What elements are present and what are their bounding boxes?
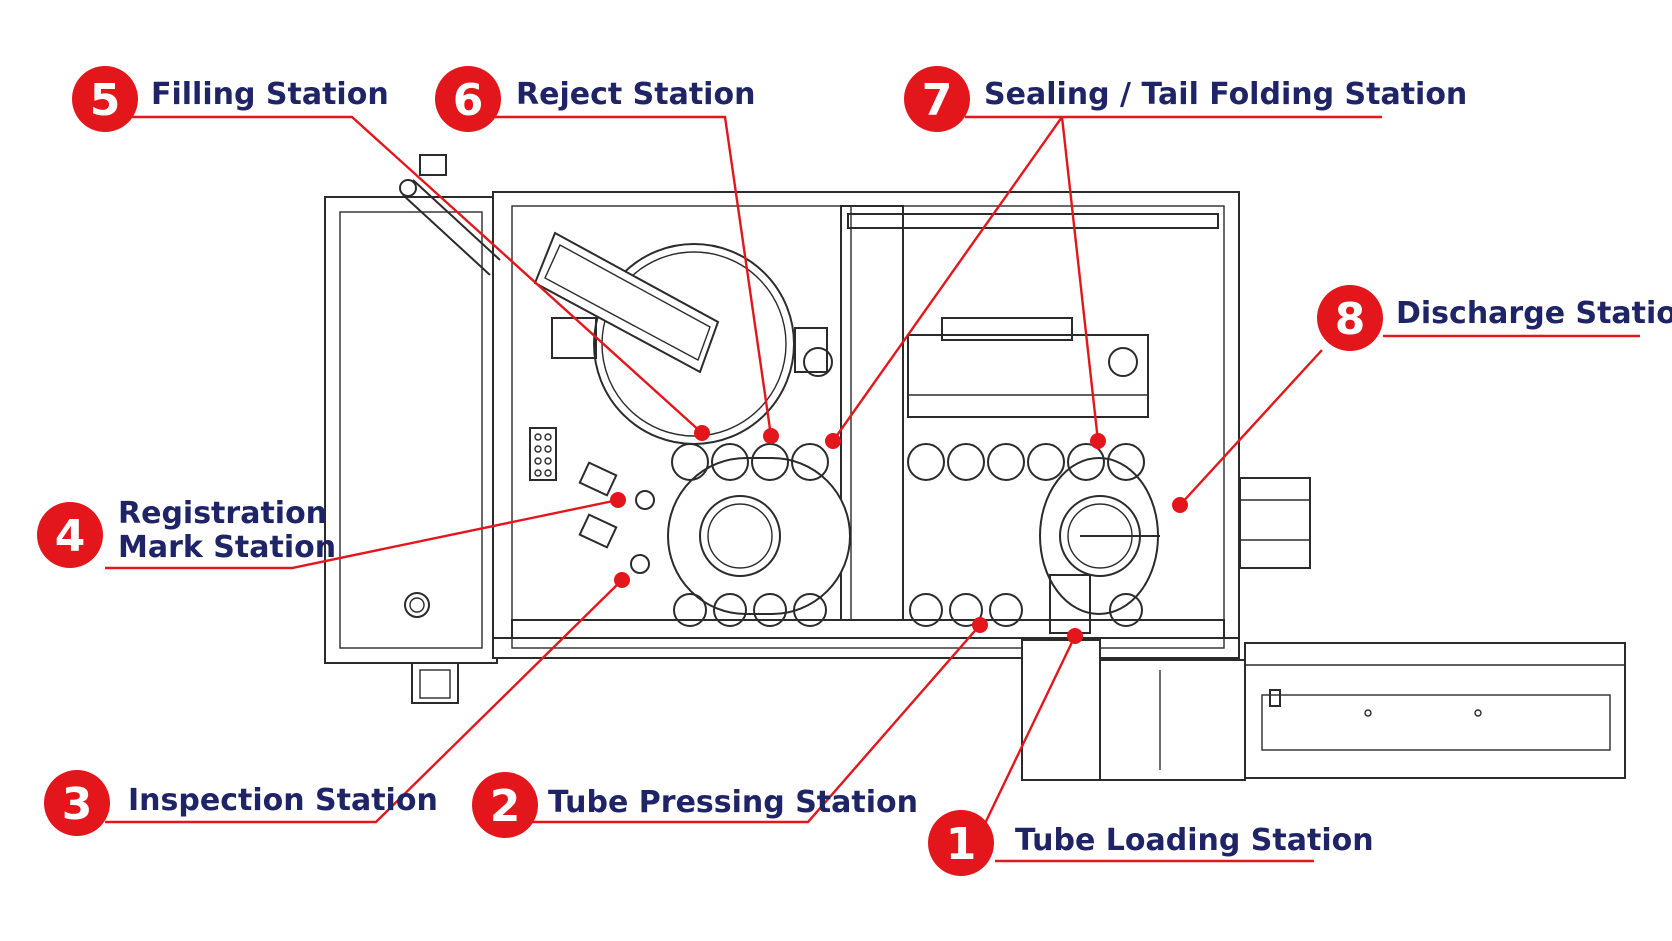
station-label-4-line2: Mark Station bbox=[118, 530, 336, 565]
pointer-dot-8 bbox=[1172, 497, 1188, 513]
leader-line-4 bbox=[105, 498, 619, 570]
station-label-4-line1: Registration bbox=[118, 496, 327, 531]
leader-line-6 bbox=[495, 115, 773, 437]
pointer-dot-5 bbox=[694, 425, 710, 441]
pointer-dot-6 bbox=[763, 428, 779, 444]
badge-number-6: 6 bbox=[453, 75, 484, 126]
badge-3: 3 bbox=[44, 770, 110, 836]
station-label-5: Filling Station bbox=[151, 77, 389, 112]
station-label-7: Sealing / Tail Folding Station bbox=[984, 77, 1467, 112]
badge-1: 1 bbox=[928, 810, 994, 876]
station-labels: Filling Station Reject Station Sealing /… bbox=[118, 77, 1672, 858]
station-badges: 5 6 7 8 4 3 2 1 bbox=[37, 66, 1383, 876]
station-label-3: Inspection Station bbox=[128, 783, 438, 818]
pointer-dot-7b bbox=[1090, 433, 1106, 449]
badge-4: 4 bbox=[37, 502, 103, 568]
station-label-2: Tube Pressing Station bbox=[548, 785, 918, 820]
pointer-dot-3 bbox=[614, 572, 630, 588]
badge-7: 7 bbox=[904, 66, 970, 132]
badge-number-8: 8 bbox=[1335, 294, 1366, 345]
leader-line-5 bbox=[130, 115, 703, 434]
badge-8: 8 bbox=[1317, 285, 1383, 351]
badge-2: 2 bbox=[472, 772, 538, 838]
leader-line-3 bbox=[105, 579, 623, 824]
pointer-dot-1 bbox=[1067, 628, 1083, 644]
badge-number-2: 2 bbox=[490, 781, 521, 832]
station-label-1: Tube Loading Station bbox=[1015, 823, 1374, 858]
badge-5: 5 bbox=[72, 66, 138, 132]
pointer-dot-2 bbox=[972, 617, 988, 633]
leader-line-2 bbox=[507, 624, 981, 824]
pointer-dot-4 bbox=[610, 492, 626, 508]
badge-number-1: 1 bbox=[946, 819, 977, 870]
machine-drawing bbox=[324, 154, 1626, 781]
badge-number-7: 7 bbox=[922, 75, 953, 126]
badge-number-3: 3 bbox=[62, 779, 93, 830]
station-label-8: Discharge Station bbox=[1396, 296, 1672, 331]
badge-number-5: 5 bbox=[90, 75, 121, 126]
badge-number-4: 4 bbox=[55, 511, 86, 562]
leader-lines bbox=[105, 115, 1640, 863]
badge-6: 6 bbox=[435, 66, 501, 132]
pointer-dot-7a bbox=[825, 433, 841, 449]
station-label-6: Reject Station bbox=[516, 77, 755, 112]
